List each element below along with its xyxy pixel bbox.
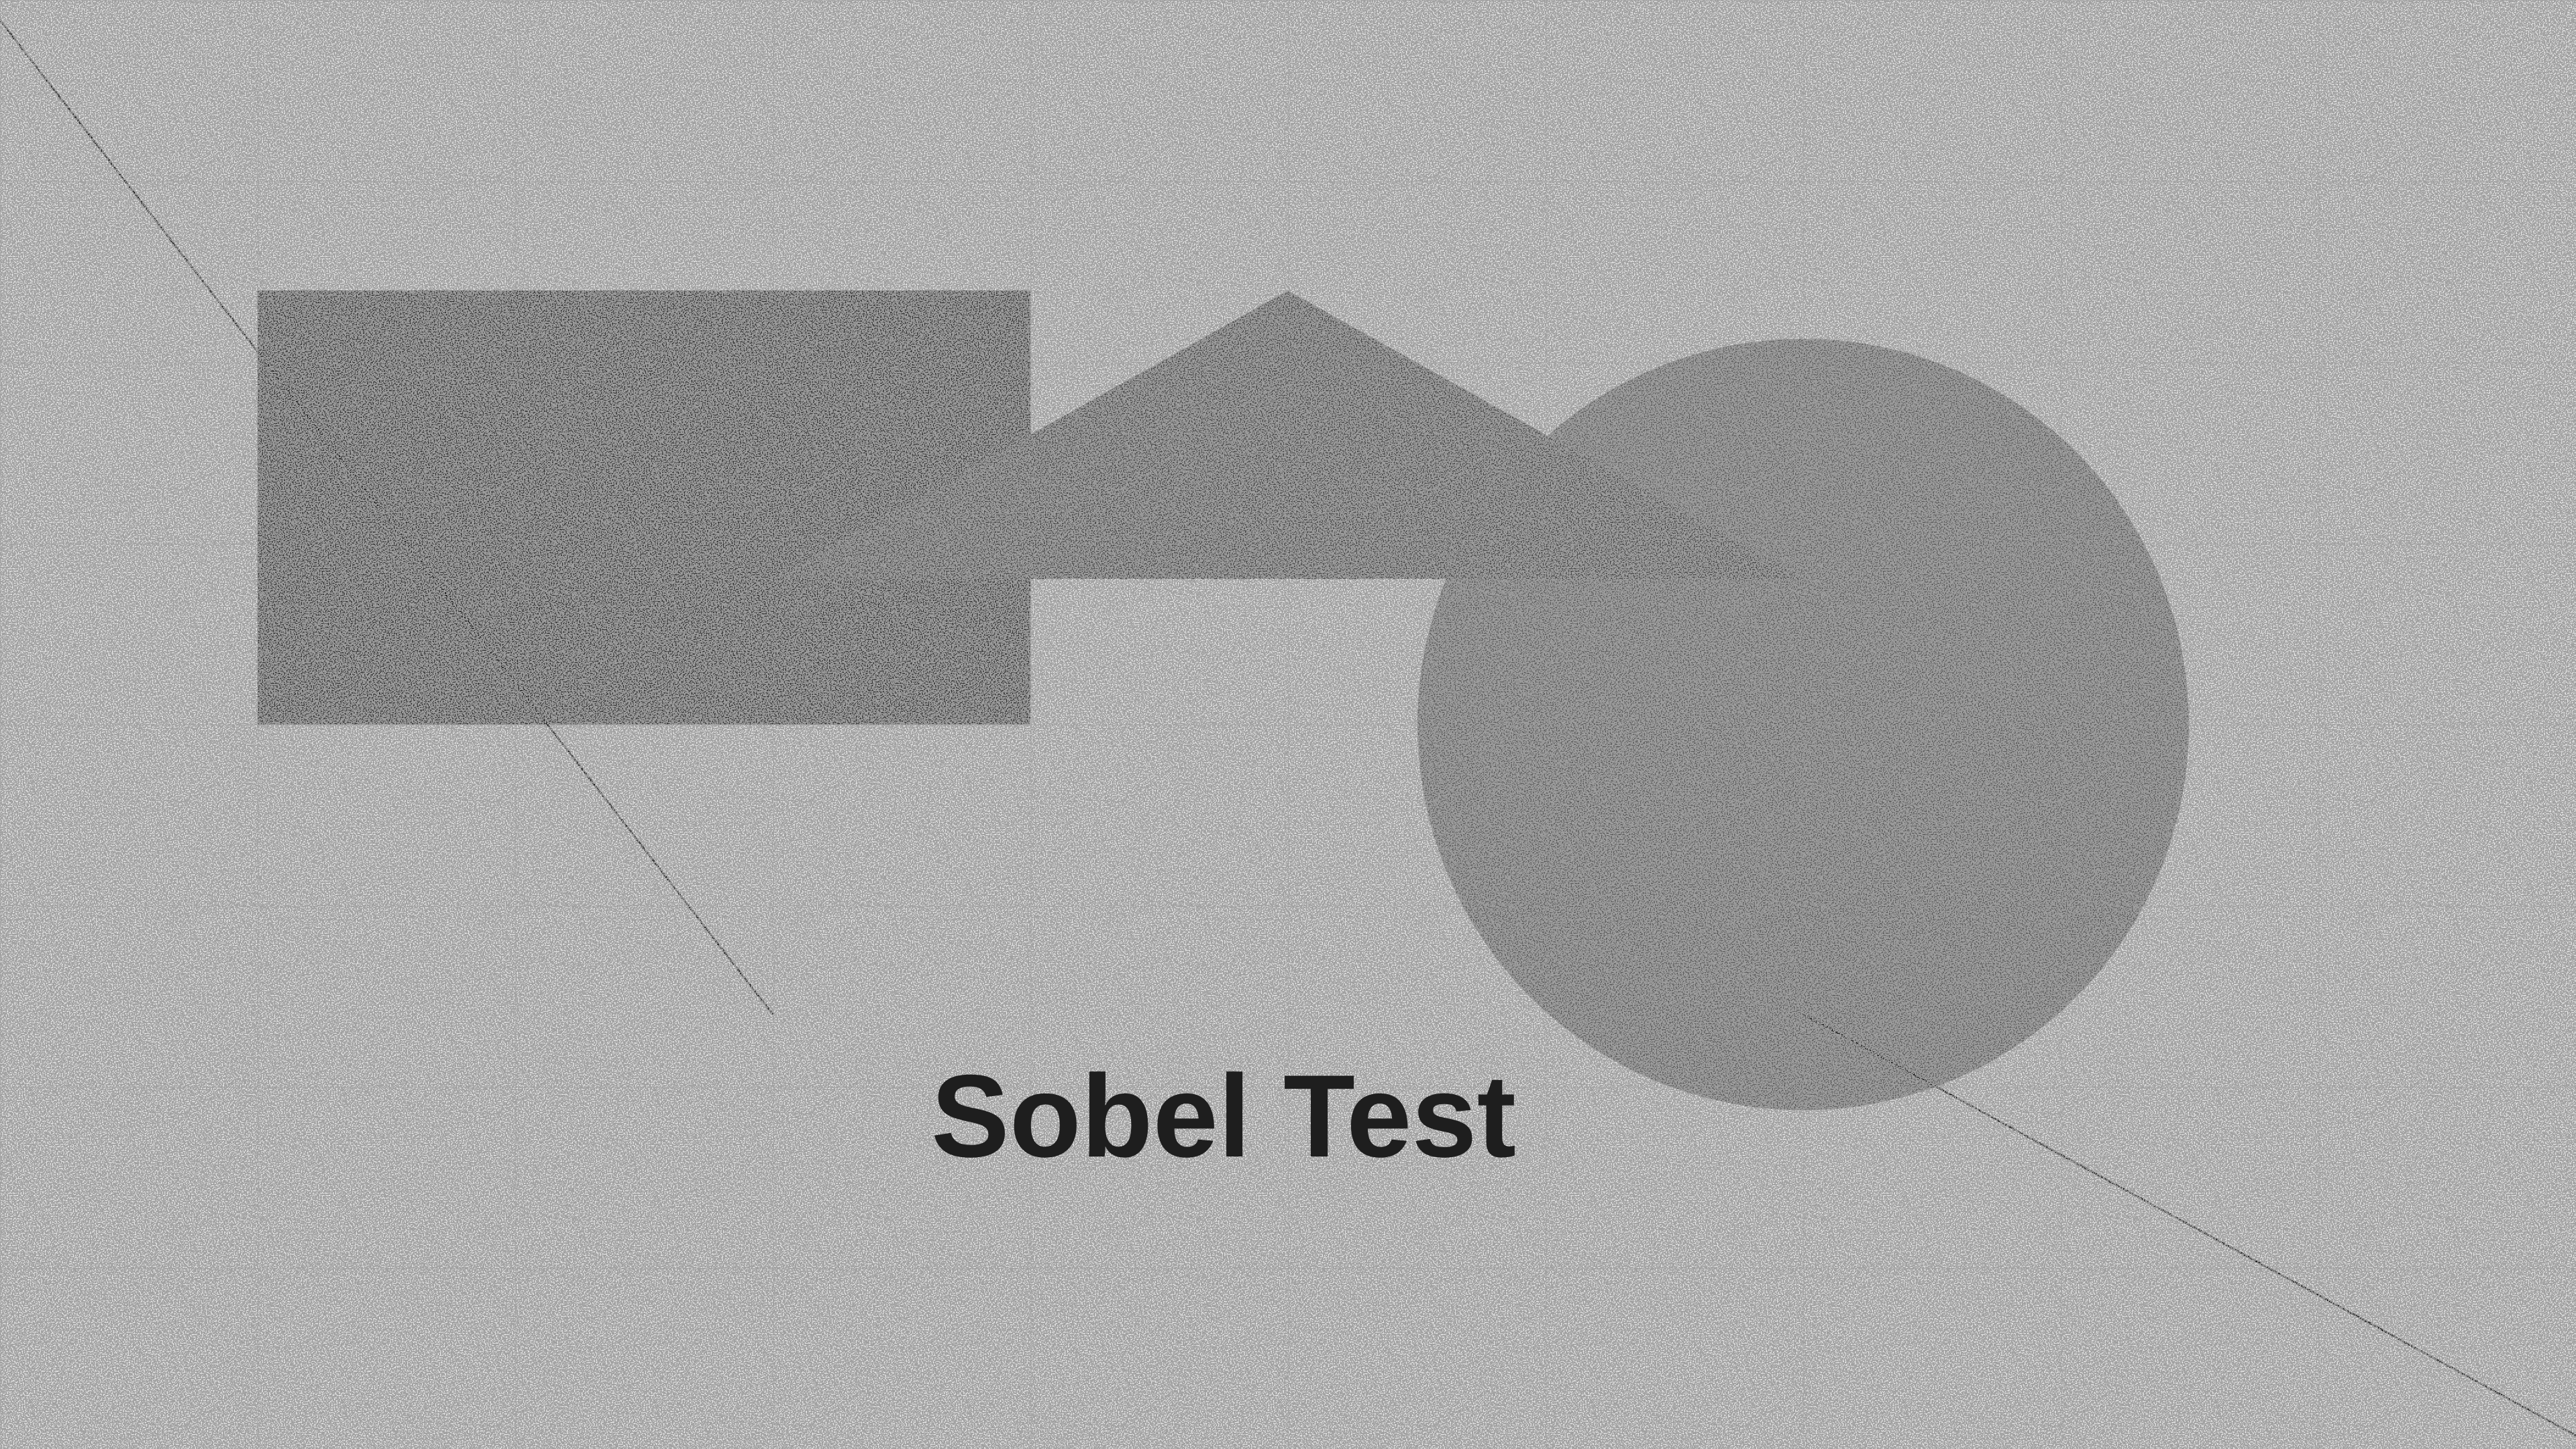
page-title: Sobel Test xyxy=(931,1051,1516,1182)
